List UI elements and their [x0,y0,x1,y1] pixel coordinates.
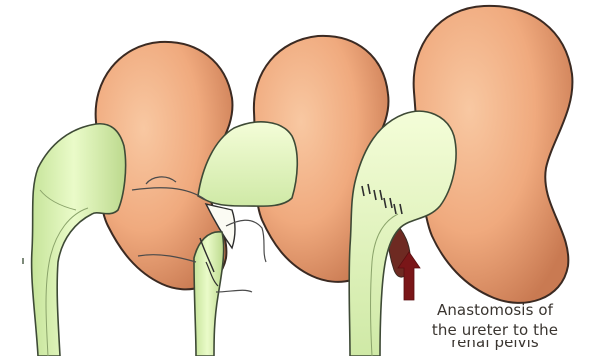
caption-line-3-clipped: renal pelvis [405,340,585,356]
caption-line-2: the ureter to the [405,320,585,340]
margin-mark [22,258,24,264]
caption-line-3: renal pelvis [405,340,585,352]
suture-thread-4 [216,290,252,292]
figure-caption: Anastomosis of the ureter to the renal p… [405,300,585,340]
caption-line-1: Anastomosis of [405,300,585,320]
ureter-left [32,124,126,356]
ureter-middle-lower [194,232,224,356]
